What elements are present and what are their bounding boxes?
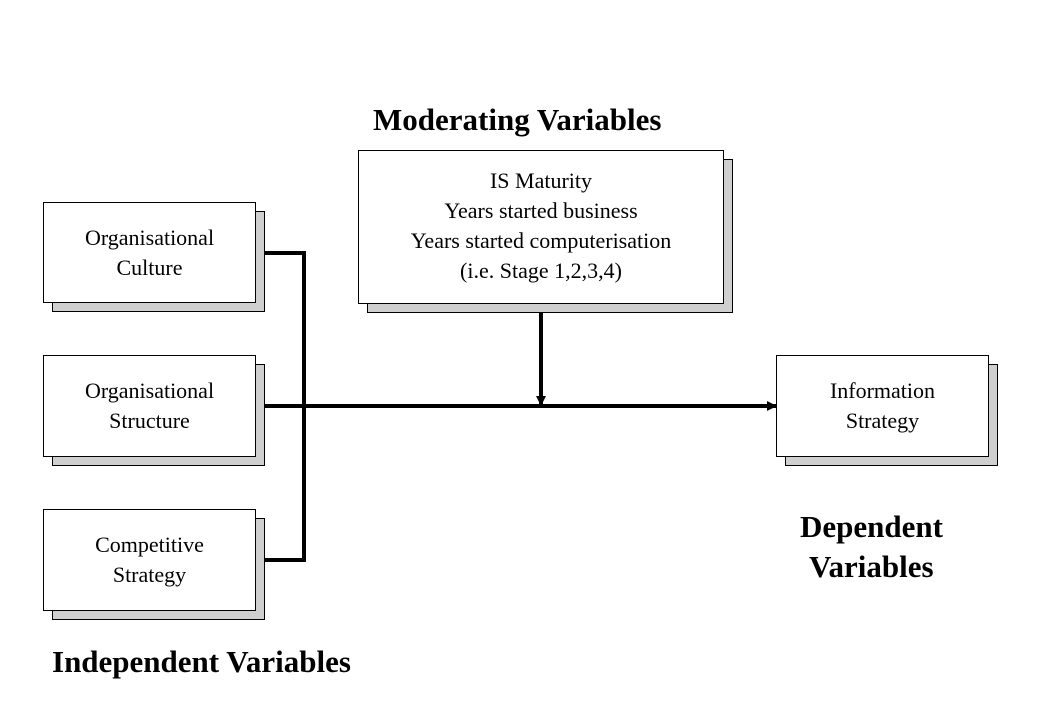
box-line: Strategy: [845, 408, 920, 433]
organisational-structure-box: Organisational Structure: [43, 355, 256, 457]
box-line: Culture: [116, 255, 183, 280]
independent-variables-heading: Independent Variables: [52, 644, 351, 679]
organisational-culture-box: Organisational Culture: [43, 202, 256, 303]
dependent-variables-heading: Dependent Variables: [800, 507, 943, 587]
moderating-variables-box: IS Maturity Years started business Years…: [358, 150, 724, 304]
box-line: Structure: [109, 408, 190, 433]
competitive-strategy-box: Competitive Strategy: [43, 509, 256, 611]
moderating-variables-heading: Moderating Variables: [373, 102, 662, 137]
box-line: Strategy: [112, 562, 187, 587]
box-line: Organisational: [84, 225, 215, 250]
box-line: Years started business: [444, 198, 638, 223]
information-strategy-box: Information Strategy: [776, 355, 989, 457]
heading-line: Dependent: [800, 509, 943, 544]
box-line: Information: [829, 378, 936, 403]
box-line: Years started computerisation: [410, 228, 672, 253]
box-line: IS Maturity: [489, 168, 593, 193]
box-line: Competitive: [95, 532, 204, 557]
heading-line: Variables: [809, 549, 934, 584]
box-line: (i.e. Stage 1,2,3,4): [460, 258, 622, 283]
box-line: Organisational: [84, 378, 215, 403]
